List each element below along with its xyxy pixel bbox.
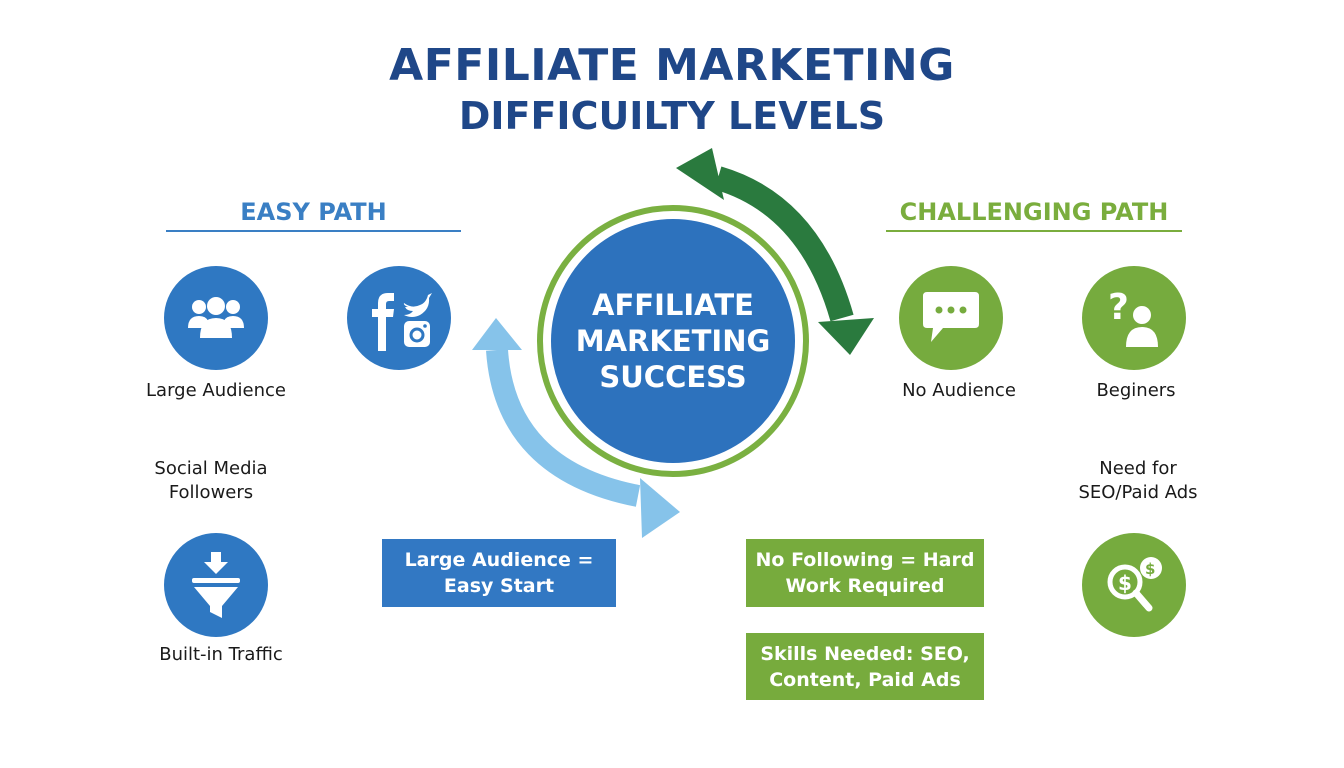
no-audience-label: No Audience — [902, 380, 1016, 401]
svg-text:$: $ — [1118, 571, 1132, 595]
skills-needed-callout: Skills Needed: SEO, Content, Paid Ads — [746, 633, 984, 700]
group-people-icon — [188, 297, 244, 338]
social-media-icon — [372, 293, 432, 351]
hard-work-callout: No Following = Hard Work Required — [746, 539, 984, 607]
challenging-path-heading: CHALLENGING PATH — [899, 198, 1169, 226]
built-in-traffic-badge — [164, 533, 268, 637]
challenging-path-divider — [886, 230, 1182, 232]
blue-cycle-arrow-icon — [472, 318, 680, 538]
hard-callout-line-1: No Following = Hard — [755, 549, 975, 571]
large-audience-label: Large Audience — [146, 380, 286, 401]
easy-path-heading: EASY PATH — [240, 198, 387, 226]
green-cycle-arrow-icon — [676, 148, 874, 355]
beginners-label: Beginers — [1096, 380, 1176, 401]
hard-callout-line-2: Work Required — [785, 575, 945, 597]
center-success-circle: AFFILIATE MARKETING SUCCESS — [551, 219, 795, 463]
large-audience-badge — [164, 266, 268, 370]
funnel-icon — [192, 552, 240, 618]
seo-label-line-1: Need for — [1099, 458, 1177, 479]
social-media-label-line-1: Social Media — [154, 458, 268, 479]
easy-callout-line-1: Large Audience = — [404, 549, 594, 571]
social-media-badge — [347, 266, 451, 370]
title-line-1: AFFILIATE MARKETING — [389, 40, 955, 91]
no-audience-badge — [899, 266, 1003, 370]
center-line-1: AFFILIATE — [592, 288, 754, 322]
easy-callout-line-2: Easy Start — [443, 575, 555, 597]
seo-paid-ads-badge: $ $ — [1082, 533, 1186, 637]
seo-paid-ads-label: Need for SEO/Paid Ads — [1058, 457, 1218, 505]
skills-callout-line-2: Content, Paid Ads — [769, 668, 961, 691]
title-line-2: DIFFICUILTY LEVELS — [458, 94, 886, 138]
easy-path-divider — [166, 230, 461, 232]
center-line-2: MARKETING — [575, 324, 771, 358]
easy-start-callout: Large Audience = Easy Start — [382, 539, 616, 607]
social-media-followers-label: Social Media Followers — [130, 457, 292, 505]
seo-label-line-2: SEO/Paid Ads — [1078, 482, 1198, 503]
svg-text:$: $ — [1145, 560, 1155, 578]
skills-callout-line-1: Skills Needed: SEO, — [760, 642, 970, 665]
center-line-3: SUCCESS — [599, 360, 747, 394]
beginners-badge: ? — [1082, 266, 1186, 370]
svg-text:?: ? — [1108, 287, 1129, 328]
built-in-traffic-label: Built-in Traffic — [159, 644, 283, 665]
question-person-icon: ? — [1108, 287, 1158, 347]
chat-bubble-icon — [923, 292, 979, 342]
search-money-icon: $ $ — [1107, 557, 1162, 612]
social-media-label-line-2: Followers — [168, 482, 254, 503]
